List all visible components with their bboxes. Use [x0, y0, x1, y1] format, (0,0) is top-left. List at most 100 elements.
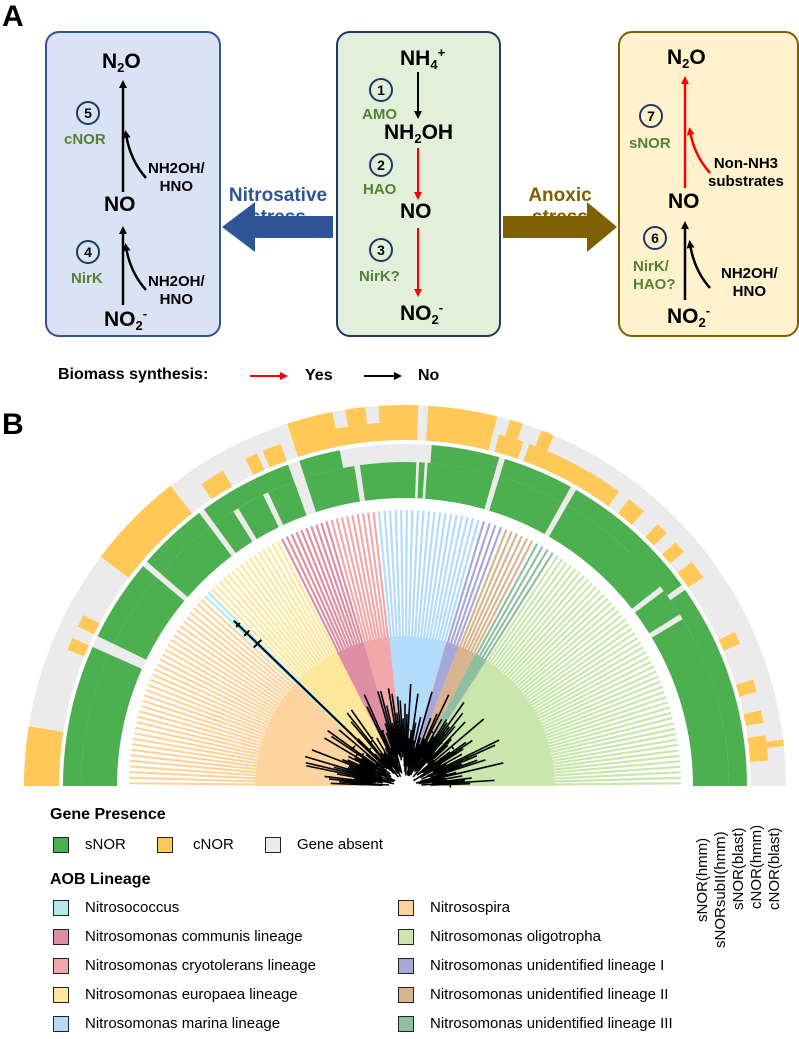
tree-branch — [432, 763, 447, 772]
species-n2o-right: N2O — [667, 46, 706, 71]
gene-rings — [24, 405, 786, 786]
clade-wedge — [423, 653, 487, 753]
tree-branch — [348, 765, 378, 777]
cnor-hmm-segment — [201, 470, 232, 500]
enzyme-hao: HAO — [363, 181, 397, 198]
leaf-line — [416, 510, 431, 637]
legend-lineage-item: Nitrosomonas marina lineage — [53, 1015, 280, 1032]
legend-lineage-item: Nitrosomonas europaea lineage — [53, 986, 298, 1003]
tree-branch — [342, 758, 376, 775]
leaf-line — [453, 524, 497, 645]
arrow-nh2oh-into-step6 — [686, 240, 711, 289]
leaf-line — [552, 738, 678, 762]
leaf-line — [145, 689, 265, 735]
panel-a-arrows — [119, 72, 711, 380]
leaf-line — [538, 660, 652, 720]
leaf-line — [130, 754, 257, 771]
leaf-line — [545, 690, 665, 736]
tree-branch — [338, 729, 385, 770]
tree-branch — [410, 691, 433, 764]
tree-branch — [406, 740, 415, 775]
leaf-line — [484, 552, 554, 660]
enzyme-amo: AMO — [362, 106, 397, 123]
cnor-hmm-segment — [292, 428, 339, 457]
legend-lineage-item: Nitrosococcus — [53, 899, 179, 916]
tree-branch — [427, 744, 449, 765]
leaf-line — [305, 527, 353, 647]
snor-blast-segment — [146, 512, 211, 574]
cnor-hmm-segment — [618, 499, 644, 525]
lineage-label: Nitrosococcus — [85, 899, 180, 916]
tree-branch — [381, 730, 400, 771]
tree-branch — [422, 779, 447, 785]
cnor-hmm-segment — [245, 453, 265, 476]
enzyme-cnor: cNOR — [64, 131, 106, 148]
leaf-line — [207, 591, 299, 682]
cnor-blast-segment — [24, 726, 46, 786]
step-3-marker: 3 — [369, 238, 393, 262]
cnor-hmm-segment — [335, 422, 418, 447]
ring-label-cnor-blast: cNOR(blast) — [766, 827, 783, 910]
leaf-line — [310, 526, 356, 646]
lineage-label: Nitrosomonas unidentified lineage II — [430, 986, 669, 1003]
snor-blast-segment — [203, 464, 295, 524]
tree-branch — [431, 779, 465, 785]
leaf-line — [508, 586, 597, 679]
leaf-line — [534, 646, 645, 712]
leaf-line — [330, 519, 367, 642]
leaf-line — [446, 521, 486, 643]
legend-lineage-item: Nitrosomonas communis lineage — [53, 928, 303, 945]
lineage-swatch — [53, 957, 69, 974]
leaf-line — [285, 536, 342, 651]
leaf-line — [320, 522, 361, 644]
lineage-label: Nitrosospira — [430, 899, 511, 916]
leaf-line — [149, 678, 268, 730]
species-no-center: NO — [400, 200, 432, 223]
leaf-line — [271, 543, 334, 655]
substrate-nh2oh-hno-step5: NH2OH/HNO — [148, 160, 205, 195]
snor-blast-segment — [97, 566, 157, 644]
leaf-line — [475, 543, 539, 655]
leaf-line — [440, 518, 475, 641]
legend-cnor: cNOR — [157, 836, 234, 853]
lineage-swatch — [53, 928, 69, 945]
leaf-line — [257, 551, 327, 660]
leaf-line — [196, 603, 293, 688]
leaf-line — [512, 593, 605, 683]
leaf-line — [505, 582, 593, 677]
leaf-line — [413, 510, 425, 637]
cnor-blast-segment — [535, 430, 554, 451]
tree-branch — [435, 777, 472, 784]
leaf-line — [156, 663, 271, 721]
tree-branch — [419, 725, 456, 769]
snor-hmm-segment — [304, 465, 360, 513]
cnor-hmm-segment — [718, 632, 741, 651]
leaf-line — [529, 632, 636, 704]
leaf-line — [129, 770, 256, 780]
swatch-gene-absent — [265, 836, 281, 853]
tree-branch — [384, 723, 399, 763]
outgroup-branch-arc — [253, 639, 263, 649]
outgroup-branch-arc — [235, 622, 241, 628]
tree-branch — [365, 754, 391, 775]
step-2-marker: 2 — [369, 153, 393, 177]
tree-branch-arc — [352, 745, 356, 750]
legend-lineage-item: Nitrosomonas oligotropha — [398, 928, 601, 945]
leaf-line — [553, 743, 679, 765]
tree-branch — [430, 759, 486, 779]
leaf-line — [489, 558, 564, 664]
leaf-line — [548, 706, 670, 745]
leaf-line — [426, 512, 447, 638]
tree-branch — [426, 738, 452, 765]
leaf-line — [410, 510, 420, 637]
tree-branches — [233, 619, 504, 788]
lineage-swatch — [398, 1015, 414, 1032]
arrow-nh2oh-into-step5 — [122, 130, 147, 179]
cnor-hmm-segment — [494, 434, 524, 459]
tree-branch — [406, 693, 419, 767]
leaf-line — [325, 521, 364, 643]
leaf-line — [481, 549, 549, 659]
leaf-line — [423, 512, 442, 638]
leaf-line — [140, 704, 262, 744]
substrate-nh2oh-hno-step4: NH2OH/HNO — [148, 273, 205, 308]
